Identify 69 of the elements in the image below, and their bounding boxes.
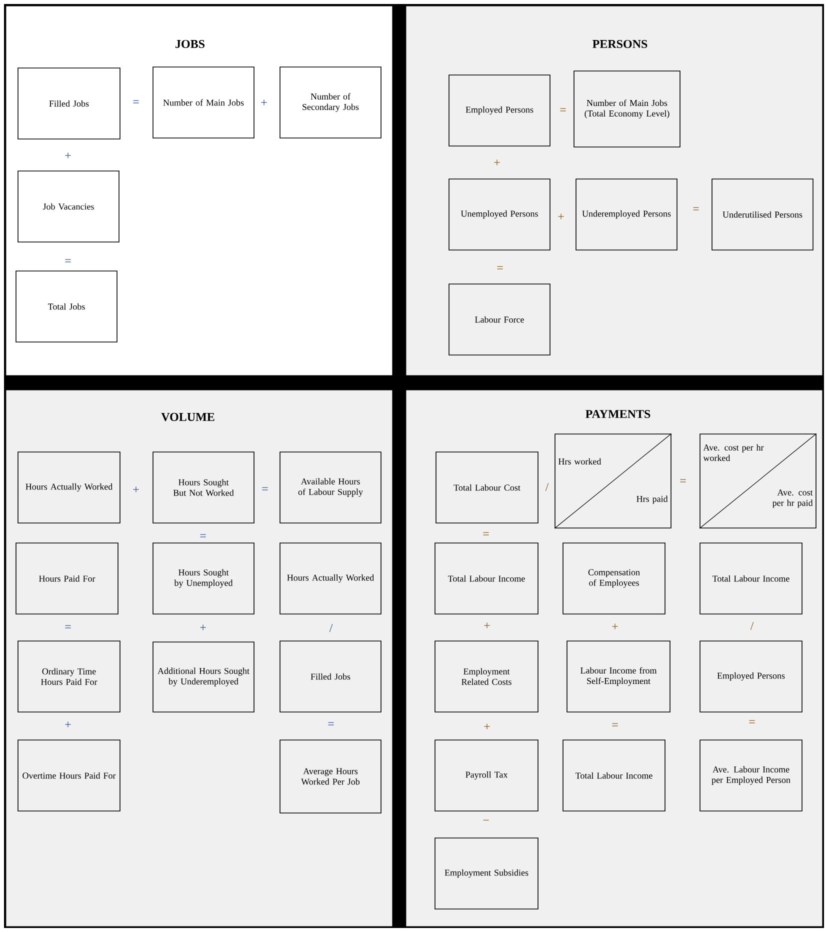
term-box: Filled Jobs [280,640,382,712]
term-box: Unemployed Persons [448,178,550,250]
ratio-box [699,433,817,529]
term-box: Employment Related Costs [434,640,538,712]
denominator-text: Hrs paid [636,496,668,504]
numerator-text: Ave. cost per hr worked [703,444,764,462]
operator-sign: / [329,624,333,632]
operator-sign: + [612,624,618,630]
term-box: Total Jobs [16,270,118,342]
operator-sign: = [483,532,489,536]
term-box: Payroll Tax [434,740,538,812]
panel-title: JOBS [176,40,204,48]
term-box: Underutilised Persons [712,178,814,250]
term-box: Number of Secondary Jobs [280,66,382,138]
term-box: Employed Persons [448,74,550,146]
term-box: Hours Sought But Not Worked [152,452,254,524]
operator-sign: = [328,722,334,726]
operator-sign: + [484,724,490,730]
operator-sign: / [545,483,549,492]
operator-sign: / [750,622,754,630]
term-box: Labour Force [448,284,550,356]
term-box: Average Hours Worked Per Job [280,740,382,814]
term-box: Job Vacancies [18,170,120,242]
operator-sign: = [65,625,71,628]
operator-sign: = [200,534,206,538]
operator-sign: + [200,624,206,630]
panel-title: VOLUME [161,412,214,422]
operator-sign: + [261,100,267,106]
operator-sign: + [65,722,71,728]
term-box: Underemployed Persons [576,178,678,250]
term-box: Additional Hours Sought by Underemployed [152,642,254,712]
operator-sign: + [133,486,139,492]
operator-sign: + [494,160,500,166]
operator-sign: = [560,108,566,112]
panel-title: PAYMENTS [586,410,650,418]
term-box: Total Labour Cost [436,452,538,524]
term-box: Hours Paid For [16,542,118,614]
term-box: Employment Subsidies [434,838,538,910]
operator-sign: + [65,152,71,158]
operator-sign: = [65,259,71,262]
ratio-box [554,433,672,529]
term-box: Hours Sought by Unemployed [152,542,254,614]
term-box: Ordinary Time Hours Paid For [18,640,120,712]
operator-sign: = [612,723,618,726]
term-box: Total Labour Income [434,542,538,614]
term-box: Overtime Hours Paid For [18,740,120,812]
term-box: Filled Jobs [18,68,120,140]
operator-sign: = [680,479,686,482]
term-box: Compensation of Employees [562,542,666,614]
term-box: Number of Main Jobs (Total Economy Level) [574,70,680,148]
term-box: Hours Actually Worked [280,542,382,614]
term-box: Total Labour Income [562,740,666,812]
term-box: Hours Actually Worked [18,452,120,524]
denominator-text: Ave. cost per hr paid [772,489,813,508]
term-box: Total Labour Income [700,542,802,614]
term-box: Labour Income from Self-Employment [566,640,670,712]
term-box: Number of Main Jobs [152,66,254,138]
numerator-text: Hrs worked [558,458,602,465]
term-box: Available Hours of Labour Supply [280,452,382,524]
term-box: Ave. Labour Income per Employed Person [700,740,802,812]
operator-sign: + [558,214,564,220]
operator-sign: + [484,622,490,628]
operator-sign: = [749,720,755,724]
panel-title: PERSONS [592,40,648,48]
operator-sign: = [693,207,699,210]
term-box: Employed Persons [700,640,802,712]
operator-sign: = [262,487,268,490]
operator-sign: = [133,100,139,104]
operator-sign: = [497,266,503,270]
